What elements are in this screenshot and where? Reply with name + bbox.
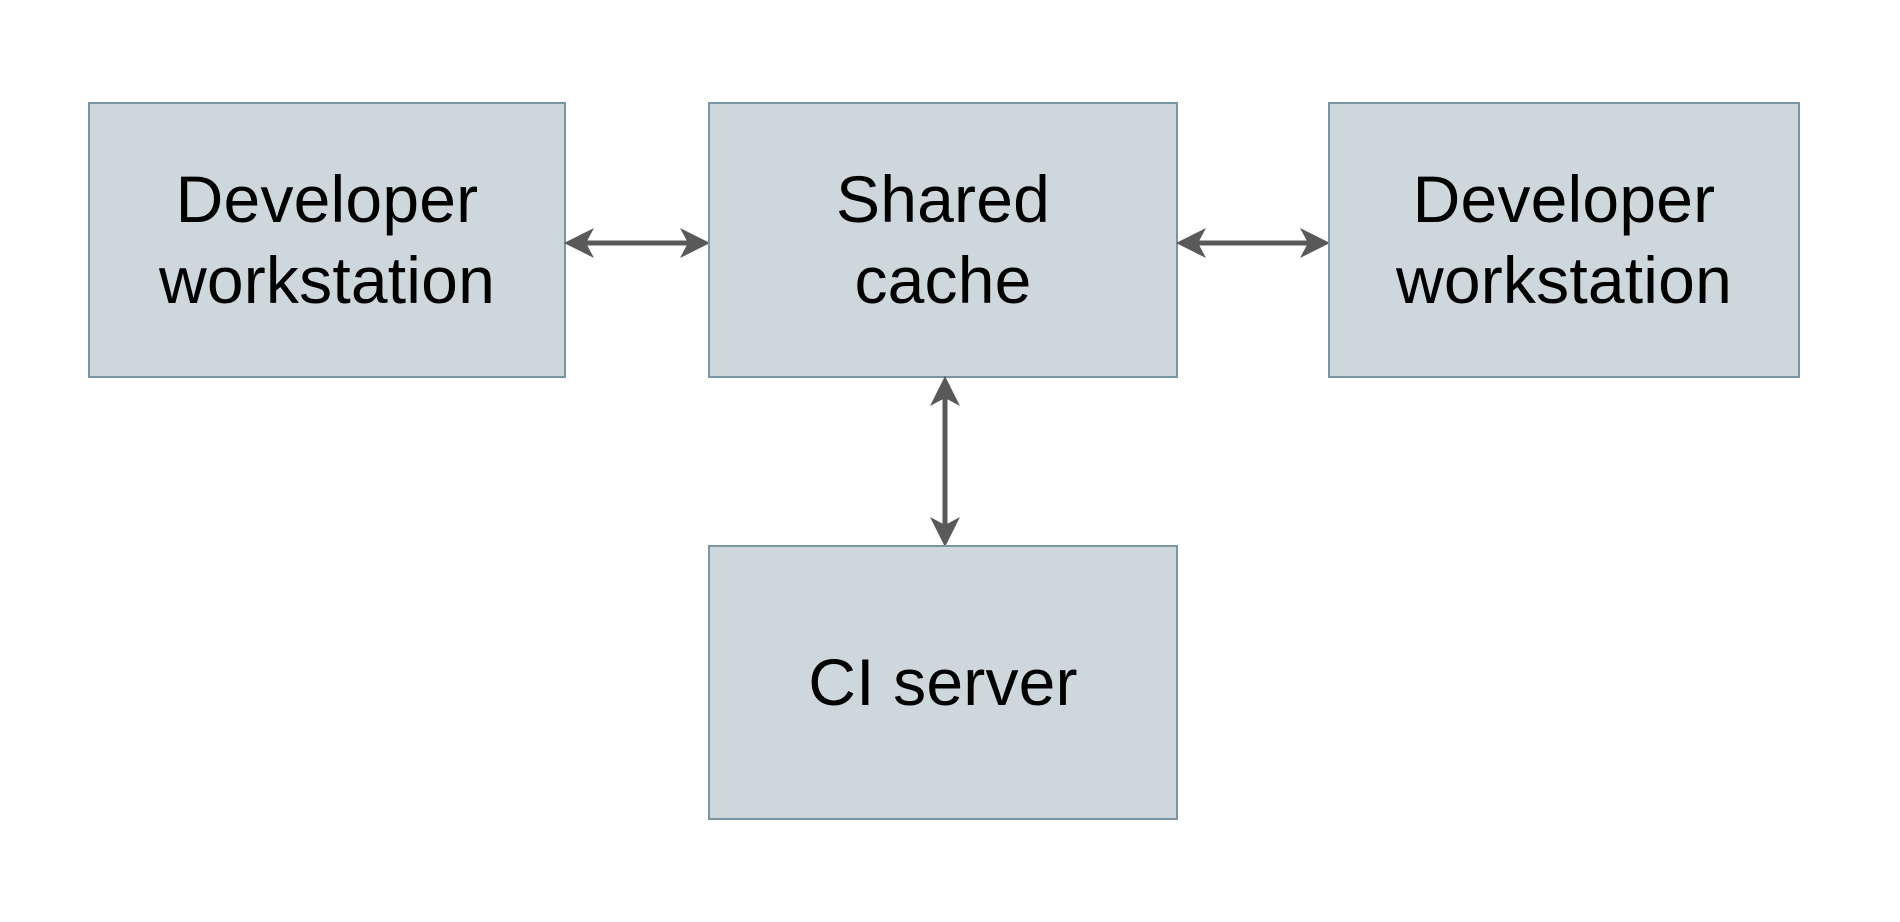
connector-dev-left-to-shared-cache[interactable]: [562, 213, 712, 273]
node-developer-workstation-left[interactable]: Developer workstation: [88, 102, 566, 378]
node-ci-server[interactable]: CI server: [708, 545, 1178, 820]
node-label: CI server: [808, 645, 1078, 720]
node-label: Shared cache: [835, 162, 1051, 317]
connector-shared-cache-to-ci-server[interactable]: [915, 374, 975, 549]
node-shared-cache[interactable]: Shared cache: [708, 102, 1178, 378]
connector-shared-cache-to-dev-right[interactable]: [1174, 213, 1332, 273]
double-arrow-horizontal-icon: [564, 228, 710, 258]
node-developer-workstation-right[interactable]: Developer workstation: [1328, 102, 1800, 378]
node-label: Developer workstation: [158, 162, 495, 317]
double-arrow-vertical-icon: [930, 376, 960, 547]
double-arrow-horizontal-icon: [1176, 228, 1330, 258]
node-label: Developer workstation: [1395, 162, 1732, 317]
